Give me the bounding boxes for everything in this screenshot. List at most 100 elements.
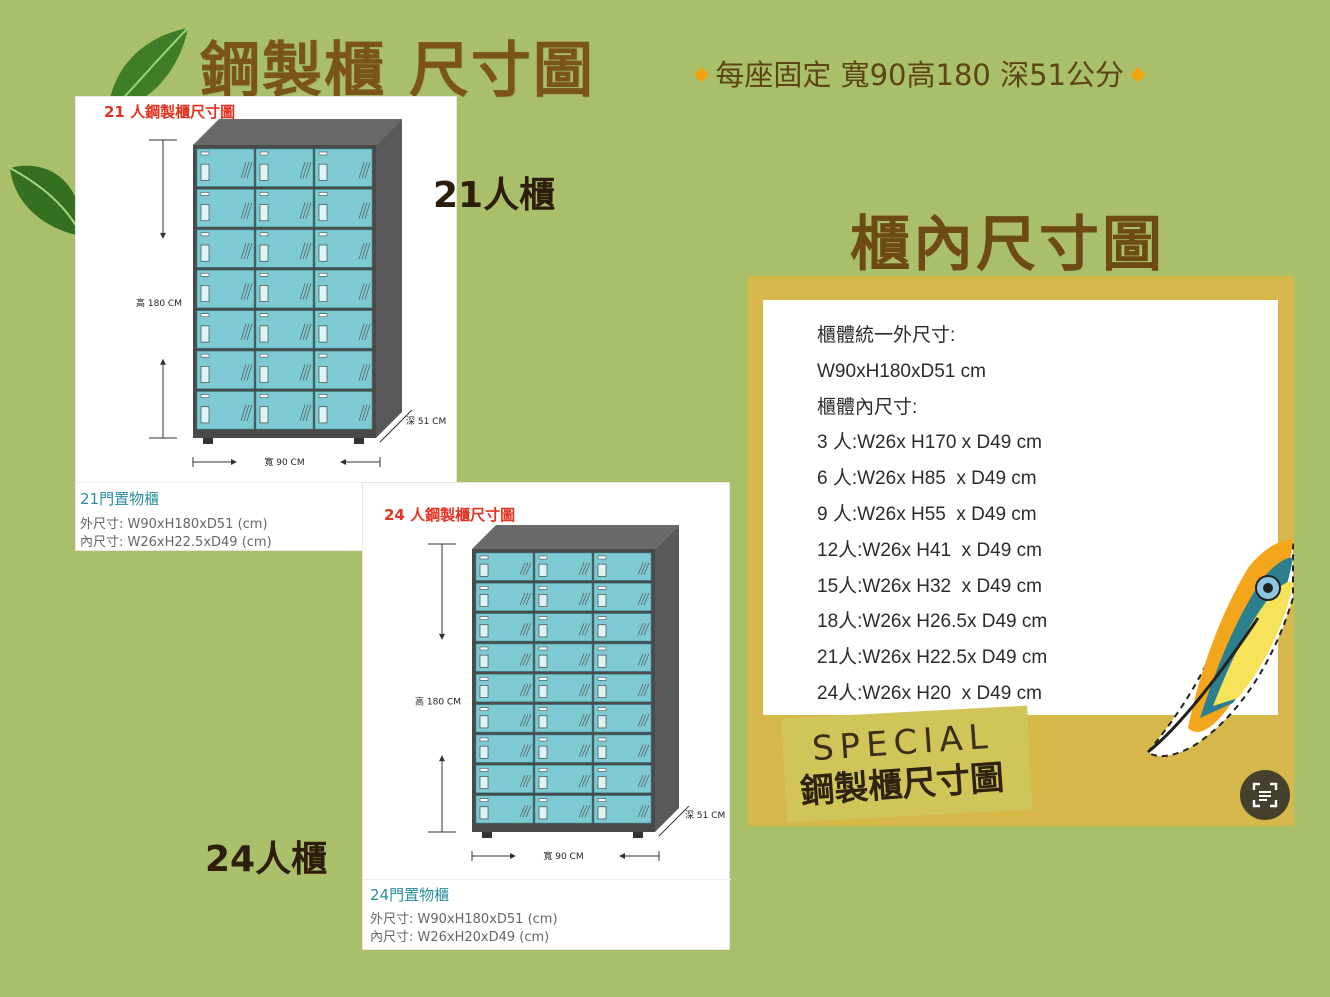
scan-text-icon	[1252, 782, 1278, 808]
locker-24-product-name: 24門置物櫃	[370, 886, 450, 904]
door-vent	[358, 323, 365, 341]
door-lock	[318, 366, 328, 383]
door-lock	[318, 285, 328, 302]
door-vent	[525, 562, 532, 575]
door-vent	[302, 242, 309, 260]
door-lock	[597, 806, 607, 820]
locker-21-heading: 21 人鋼製櫃尺寸圖	[104, 103, 236, 121]
door-lock	[200, 285, 210, 302]
door-vent	[240, 242, 247, 260]
door-vent	[364, 242, 371, 260]
door-vent	[243, 242, 250, 260]
door-nameplate	[597, 586, 607, 590]
door-vent	[637, 623, 644, 636]
door-nameplate	[597, 768, 607, 772]
door-nameplate	[259, 353, 269, 358]
door-lock	[200, 325, 210, 343]
door-nameplate	[538, 677, 548, 681]
door-vent	[640, 592, 647, 606]
page-title: 鋼製櫃 尺寸圖	[200, 36, 595, 106]
door-vent	[578, 744, 585, 757]
door-vent	[584, 683, 591, 697]
door-vent	[643, 623, 650, 636]
door-lock	[200, 244, 210, 262]
door-vent	[578, 774, 585, 788]
door-vent	[637, 562, 644, 575]
door-lock	[259, 244, 269, 262]
door-vent	[637, 744, 644, 757]
door-lock	[538, 745, 548, 759]
door-vent	[525, 805, 532, 818]
spec-row: 6 人:W26x H85 x D49 cm	[817, 468, 1037, 490]
door-vent	[640, 714, 647, 727]
door-vent	[522, 714, 529, 727]
door-vent	[302, 323, 309, 341]
door-nameplate	[259, 394, 269, 398]
diamond-icon: ◆	[1129, 61, 1146, 85]
door-vent	[361, 364, 368, 381]
height-label: 高 180 CM	[415, 696, 461, 708]
door-vent	[519, 623, 526, 636]
door-vent	[525, 683, 532, 697]
door-vent	[299, 162, 306, 179]
door-vent	[364, 404, 371, 421]
door-nameplate	[200, 394, 210, 398]
dim-arrow	[231, 459, 237, 465]
door-vent	[581, 744, 588, 757]
door-vent	[243, 323, 250, 341]
door-vent	[578, 714, 585, 727]
dim-arrow	[439, 633, 445, 640]
door-nameplate	[479, 677, 489, 681]
door-nameplate	[479, 768, 489, 772]
door-nameplate	[479, 646, 489, 651]
door-lock	[318, 244, 328, 262]
door-lock	[479, 594, 489, 607]
door-vent	[578, 623, 585, 636]
door-nameplate	[538, 707, 548, 711]
door-lock	[597, 594, 607, 607]
door-vent	[243, 404, 250, 421]
dim-arrow	[160, 358, 166, 365]
door-lock	[200, 366, 210, 383]
door-vent	[299, 323, 306, 341]
door-vent	[519, 592, 526, 606]
locker-side	[376, 119, 402, 438]
door-nameplate	[200, 192, 210, 196]
door-vent	[361, 162, 368, 179]
door-vent	[640, 774, 647, 788]
door-vent	[302, 162, 309, 179]
locker-24-inner-size: 內尺寸: W26xH20xD49 (cm)	[370, 930, 550, 945]
locker-21-product-name: 21門置物櫃	[80, 490, 160, 508]
door-vent	[305, 323, 312, 341]
door-vent	[581, 623, 588, 636]
door-vent	[364, 283, 371, 300]
door-lock	[259, 285, 269, 302]
door-vent	[243, 162, 250, 179]
door-nameplate	[259, 151, 269, 156]
door-nameplate	[318, 273, 328, 277]
door-lock	[318, 204, 328, 222]
door-vent	[522, 805, 529, 818]
divider	[363, 879, 731, 880]
door-vent	[525, 653, 532, 666]
locker-21-label: 21人櫃	[433, 175, 556, 216]
door-nameplate	[200, 151, 210, 156]
dim-arrow	[439, 755, 445, 762]
door-lock	[479, 745, 489, 759]
door-vent	[519, 744, 526, 757]
door-vent	[361, 202, 368, 219]
door-vent	[643, 774, 650, 788]
door-vent	[305, 242, 312, 260]
door-lock	[597, 685, 607, 698]
door-nameplate	[200, 353, 210, 358]
door-vent	[302, 364, 309, 381]
door-vent	[302, 283, 309, 300]
spec-row: 櫃體統一外尺寸:	[817, 325, 956, 346]
door-lock	[200, 406, 210, 424]
door-nameplate	[597, 646, 607, 651]
scan-text-button[interactable]	[1240, 770, 1290, 820]
door-vent	[246, 202, 253, 219]
door-vent	[522, 744, 529, 757]
